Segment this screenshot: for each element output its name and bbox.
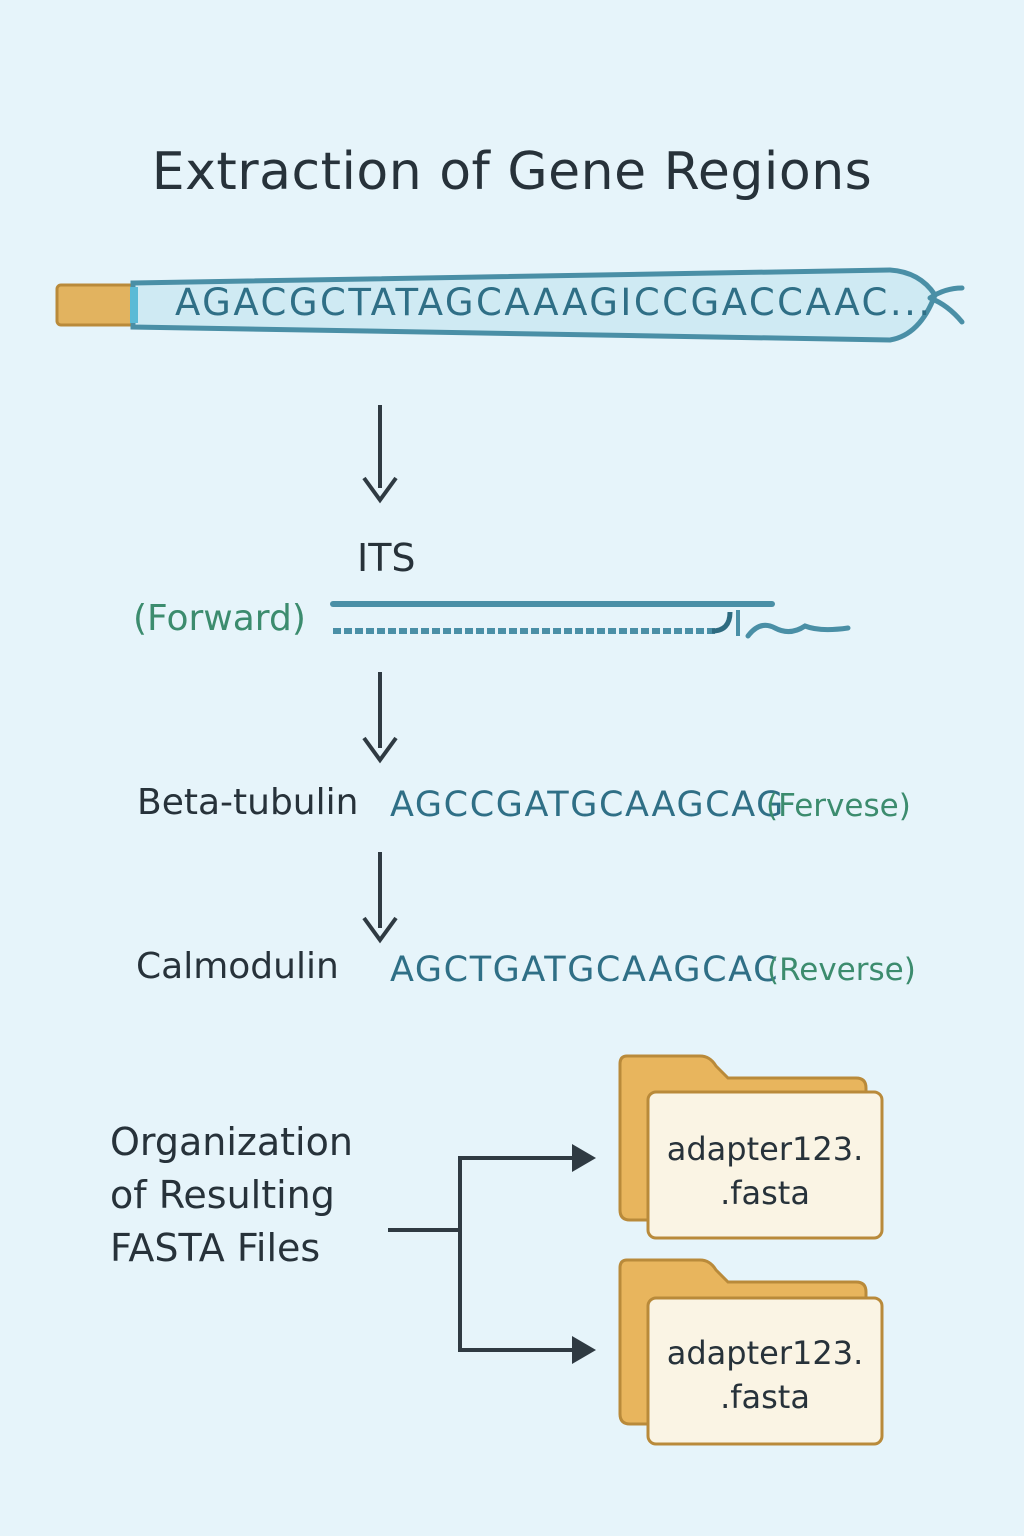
dna-strand-tube [55, 267, 965, 343]
organization-label: Organization of Resulting FASTA Files [110, 1116, 410, 1275]
folder-icon[interactable] [618, 1258, 884, 1446]
its-strand [330, 601, 851, 639]
organization-line-2: of Resulting [110, 1173, 335, 1217]
arrow-head-2 [572, 1336, 596, 1364]
file-paper [646, 1296, 884, 1446]
calmodulin-sequence: AGCTGATGCAAGCAC [390, 950, 780, 990]
file-name-line-2: .fasta [720, 1174, 810, 1212]
calmodulin-label: Calmodulin [136, 946, 339, 987]
its-direction: (Forward) [133, 598, 306, 639]
file-paper [646, 1090, 884, 1240]
folder-icon[interactable] [618, 1054, 884, 1240]
file-name-line-1: adapter123. [666, 1130, 864, 1168]
file-name-line-1: adapter123. [666, 1334, 864, 1372]
beta-tubulin-sequence: AGCCGATGCAAGCAG [390, 785, 785, 825]
its-label: ITS [357, 536, 416, 580]
source-sequence: AGACGCTATAGCAAAGICCGACCAAC... [175, 281, 933, 324]
tube-cap [55, 283, 139, 327]
strand-split-end [927, 285, 965, 325]
beta-tubulin-direction: (Fervese) [766, 788, 911, 824]
calmodulin-direction: (Reverse) [767, 952, 916, 988]
tube-collar [130, 287, 138, 323]
branch-connector [388, 1144, 596, 1364]
arrow-head-1 [572, 1144, 596, 1172]
file-name-line-2: .fasta [720, 1378, 810, 1416]
down-arrow-2 [362, 672, 398, 764]
organization-line-1: Organization [110, 1120, 353, 1164]
down-arrow-1 [362, 405, 398, 504]
beta-tubulin-label: Beta-tubulin [137, 782, 359, 823]
fasta-file-1[interactable]: adapter123. .fasta [650, 1127, 880, 1215]
fasta-file-2[interactable]: adapter123. .fasta [650, 1331, 880, 1419]
down-arrow-3 [362, 852, 398, 944]
page-title: Extraction of Gene Regions [151, 142, 873, 202]
organization-line-3: FASTA Files [110, 1226, 321, 1270]
